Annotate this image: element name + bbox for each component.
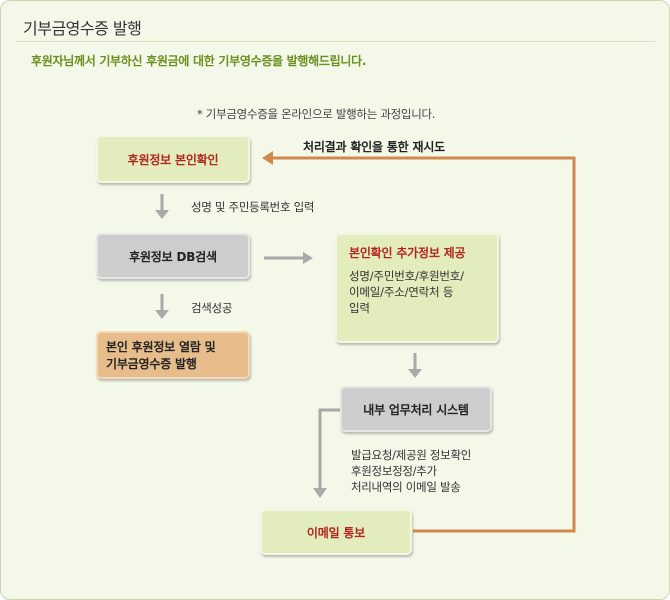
process-note: * 기부금영수증을 온라인으로 발행하는 과정입니다.	[197, 107, 436, 121]
step-extra-info-line3: 입력	[349, 301, 370, 315]
step-extra-info-line1: 성명/주민번호/후원번호/	[349, 269, 464, 283]
page-title: 기부금영수증 발행	[23, 19, 142, 38]
arrow-identity-to-search	[155, 194, 169, 219]
label-internal-line1: 발급요청/제공원 정보확인	[351, 448, 472, 462]
step-extra-info-title: 본인확인 추가정보 제공	[349, 246, 466, 260]
label-internal-tasks: 발급요청/제공원 정보확인 후원정보정정/추가 처리내역의 이메일 발송	[351, 447, 471, 495]
step-internal-system-label: 내부 업무처리 시스템	[363, 402, 469, 417]
arrow-search-to-extra	[264, 252, 313, 264]
label-internal-line3: 처리내역의 이메일 발송	[351, 480, 461, 494]
step-internal-system: 내부 업무처리 시스템	[340, 386, 492, 432]
step-email-notify: 이메일 통보	[260, 509, 412, 555]
arrow-extra-to-internal	[408, 353, 422, 378]
step-identity-check-label: 후원정보 본인확인	[127, 152, 219, 167]
step-identity-check: 후원정보 본인확인	[96, 135, 250, 183]
step-extra-info-line2: 이메일/주소/연락처 등	[349, 285, 454, 299]
step-db-search-label: 후원정보 DB검색	[129, 249, 217, 264]
arrow-feedback-loop	[262, 151, 576, 533]
arrow-internal-to-email	[313, 408, 341, 498]
label-search-success: 검색성공	[191, 301, 233, 315]
feedback-loop-label: 처리결과 확인을 통한 재시도	[303, 140, 446, 154]
arrow-search-to-issue	[155, 294, 169, 319]
step-view-and-issue-line1: 본인 후원정보 열람 및	[106, 340, 216, 354]
step-view-and-issue-line2: 기부금영수증 발행	[106, 357, 197, 371]
step-db-search: 후원정보 DB검색	[96, 233, 250, 279]
label-internal-line2: 후원정보정정/추가	[351, 464, 437, 478]
step-extra-info: 본인확인 추가정보 제공 성명/주민번호/후원번호/ 이메일/주소/연락처 등 …	[335, 233, 499, 343]
step-email-notify-label: 이메일 통보	[306, 525, 366, 540]
title-divider	[15, 41, 655, 42]
label-identity-input: 성명 및 주민등록번호 입력	[191, 200, 315, 214]
step-view-and-issue: 본인 후원정보 열람 및 기부금영수증 발행	[96, 331, 250, 379]
page-subtitle: 후원자님께서 기부하신 후원금에 대한 기부영수증을 발행해드립니다.	[31, 54, 367, 68]
